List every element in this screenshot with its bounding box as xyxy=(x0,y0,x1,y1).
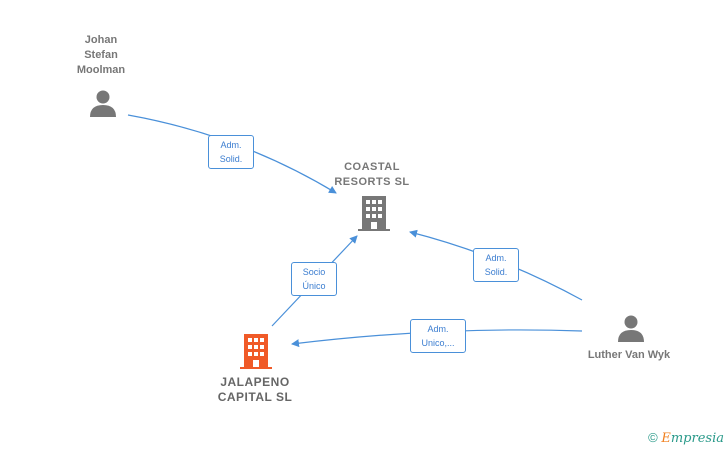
copyright-symbol: © xyxy=(648,430,658,445)
edge-label-johan-coastal[interactable]: Adm. Solid. xyxy=(208,135,254,169)
company-label-coastal[interactable]: COASTAL RESORTS SL xyxy=(334,161,410,188)
person-label-johan[interactable]: Johan Stefan Moolman xyxy=(76,34,126,76)
edge-label-luther-coastal[interactable]: Adm. Solid. xyxy=(473,248,519,282)
edge-label-jalapeno-coastal[interactable]: Socio Único xyxy=(291,262,337,296)
person-icon[interactable] xyxy=(616,313,646,343)
building-icon[interactable] xyxy=(358,196,390,232)
company-label-jalapeno[interactable]: JALAPENO CAPITAL SL xyxy=(217,375,293,404)
building-icon[interactable] xyxy=(240,334,272,370)
footer-brand: © Empresia xyxy=(648,430,724,446)
brand-logo: Empresia xyxy=(661,431,724,446)
person-label-luther[interactable]: Luther Van Wyk xyxy=(587,349,671,361)
person-icon[interactable] xyxy=(88,88,118,118)
edge-label-luther-jalapeno[interactable]: Adm. Unico,... xyxy=(410,319,466,353)
